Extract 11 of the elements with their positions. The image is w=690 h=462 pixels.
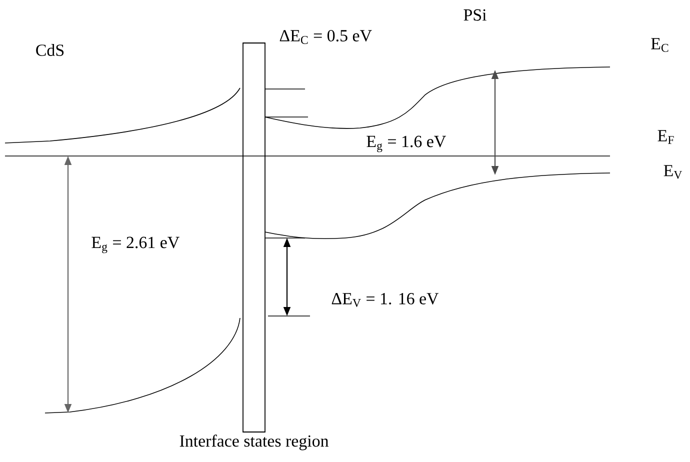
node-label: Interface states region [180,434,329,450]
gap-label: E$_{g}$ = 1.6 eV [366,136,446,152]
offset-label: ΔE$_{V}$ = 1. 16 eV [332,293,439,307]
interface-region-box: Interface states region [180,42,329,450]
layer-label: PSi [464,9,486,21]
offset-label: ΔE$_{C}$ = 0.5 eV [280,30,372,44]
band-label: E$_{F}$ [658,130,674,144]
gap-label: E$_{g}$ = 2.61 eV [92,236,180,254]
band-label: E$_{V}$ [664,165,682,179]
band-label: E$_{C}$ [651,38,668,52]
layer-label: CdS [36,44,64,56]
